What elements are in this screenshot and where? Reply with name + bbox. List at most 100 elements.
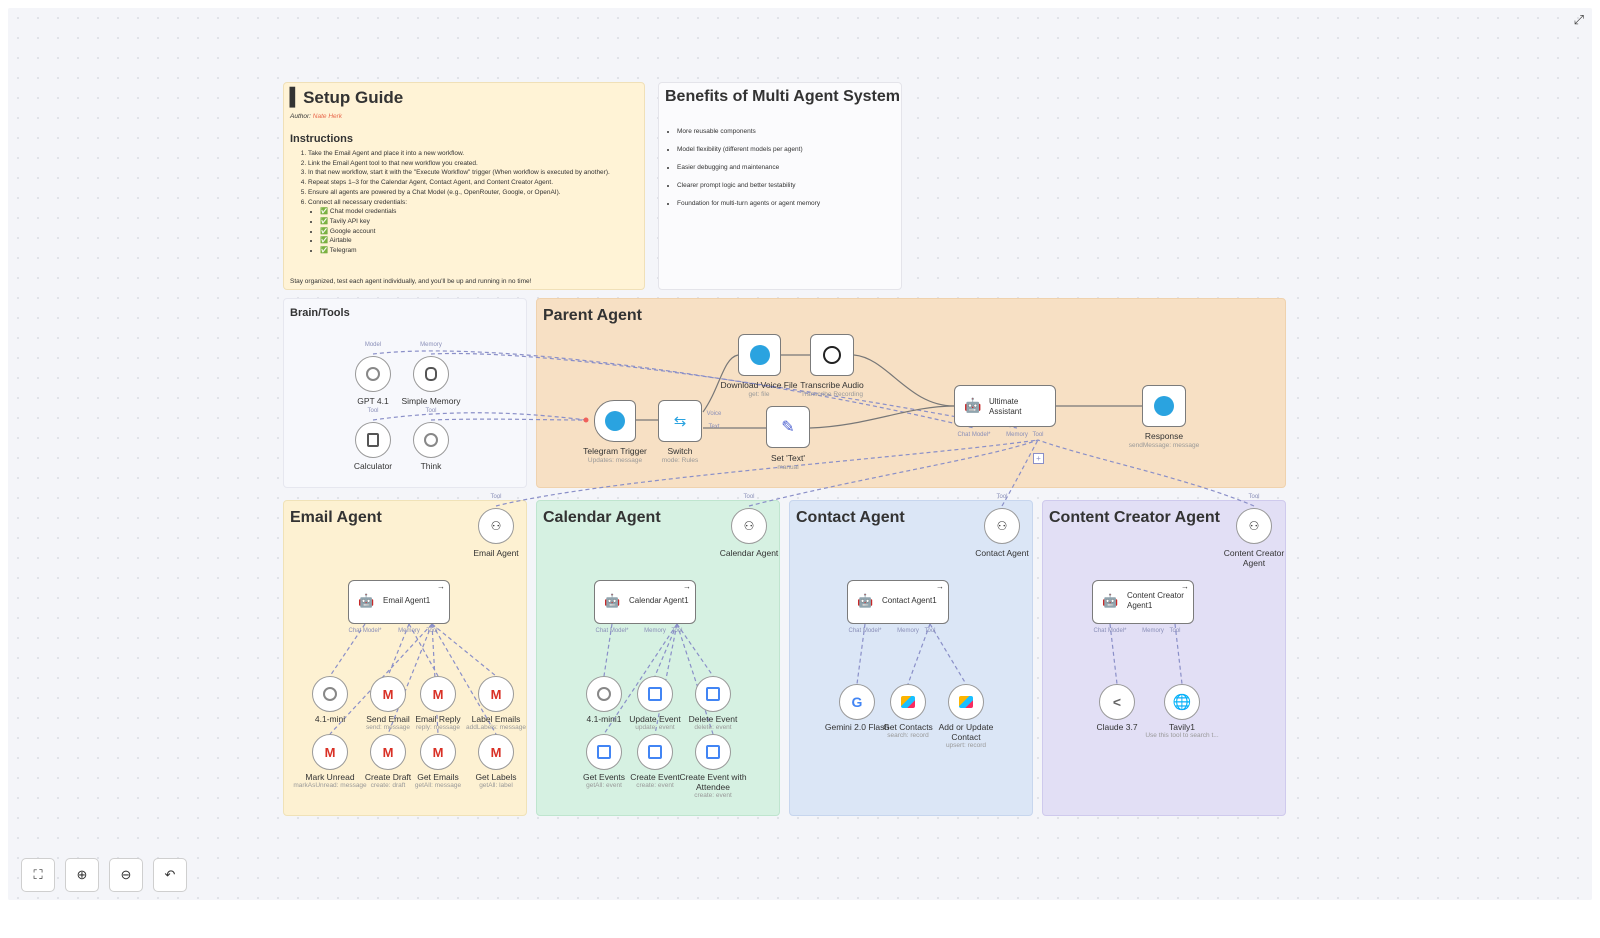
tool-label: Gemini 2.0 Flash — [824, 722, 890, 732]
expand-icon[interactable]: ⤢ — [1573, 12, 1584, 27]
contact-agent1-node[interactable]: 🤖 Contact Agent1 → — [847, 580, 949, 624]
robot-icon: 🤖 — [857, 593, 874, 608]
response-node[interactable] — [1142, 385, 1186, 427]
telegram-icon — [749, 345, 770, 365]
tool-label: Send Email — [366, 714, 410, 724]
robot-icon: 🤖 — [358, 593, 375, 608]
create-event-node[interactable] — [637, 734, 673, 770]
contact-agent-title: Contact Agent — [796, 509, 905, 526]
calendar-model-node[interactable] — [586, 676, 622, 712]
calendar-agent1-node[interactable]: 🤖 Calendar Agent1 → — [594, 580, 696, 624]
tag-chat-model: Chat Model* — [595, 628, 629, 634]
download-voice-node[interactable] — [738, 334, 781, 376]
credential-item: ✅ Google account — [320, 227, 630, 237]
tool-label: Mark Unread — [305, 772, 355, 782]
tag-tool: Tool — [426, 628, 438, 634]
undo-icon: ↶ — [164, 867, 176, 882]
frame-brain-tools[interactable]: Brain/Tools — [283, 298, 527, 488]
gemini-model-node[interactable]: G — [839, 684, 875, 720]
arrow-right-icon: → — [936, 582, 944, 591]
contact-agent1-label: Contact Agent1 — [882, 596, 937, 605]
calculator-label: Calculator — [353, 461, 393, 471]
content-creator-tool-node[interactable]: ⚇ — [1236, 508, 1272, 544]
setup-guide-note[interactable]: ▍Setup Guide Author: Nate Herk Instructi… — [283, 82, 645, 290]
zoom-out-button[interactable]: ⊖ — [109, 858, 143, 892]
sitemap-icon: ⚇ — [1248, 519, 1260, 533]
add-update-contact-node[interactable] — [948, 684, 984, 720]
transcribe-audio-label: Transcribe Audio — [800, 380, 864, 390]
think-node[interactable] — [413, 422, 449, 458]
transcribe-audio-node[interactable] — [810, 334, 854, 376]
tag-tool: Tool — [996, 494, 1008, 500]
calculator-icon — [367, 433, 379, 447]
sitemap-icon: ⚇ — [490, 519, 502, 533]
airtable-icon — [901, 696, 915, 708]
label-emails-node[interactable]: M — [478, 676, 514, 712]
get-emails-node[interactable]: M — [420, 734, 456, 770]
tool-label: Tavily1 — [1169, 722, 1195, 732]
claude-model-node[interactable]: < — [1099, 684, 1135, 720]
switch-node[interactable]: ⇆ — [658, 400, 702, 442]
tool-sub: search: record — [887, 732, 929, 739]
gmail-icon: M — [324, 744, 336, 760]
ultimate-assistant-node[interactable]: 🤖 Ultimate Assistant — [954, 385, 1056, 427]
workflow-canvas[interactable]: ▍Setup Guide Author: Nate Herk Instructi… — [8, 8, 1592, 900]
benefits-note[interactable]: Benefits of Multi Agent System More reus… — [658, 82, 902, 290]
create-draft-node[interactable]: M — [370, 734, 406, 770]
email-agent-title: Email Agent — [290, 509, 382, 526]
get-contacts-node[interactable] — [890, 684, 926, 720]
benefit-item: Model flexibility (different models per … — [677, 141, 907, 159]
telegram-trigger-node[interactable] — [594, 400, 636, 442]
calendar-agent-tool-node[interactable]: ⚇ — [731, 508, 767, 544]
tavily-node[interactable]: 🌐 — [1164, 684, 1200, 720]
gpt41-node[interactable] — [355, 356, 391, 392]
ultimate-assistant-label: Ultimate Assistant — [989, 397, 1022, 416]
transcribe-audio-sub: Transcribe Recording — [801, 391, 863, 398]
download-voice-sub: get: file — [748, 391, 770, 398]
email-model-node[interactable] — [312, 676, 348, 712]
set-text-node[interactable]: ✎ — [766, 406, 810, 448]
instruction-step: Take the Email Agent and place it into a… — [308, 149, 630, 159]
benefit-item: Foundation for multi-turn agents or agen… — [677, 195, 907, 213]
setup-guide-footer: Stay organized, test each agent individu… — [290, 278, 532, 285]
maximize-icon: ⛶ — [33, 867, 43, 882]
tool-sub: send: message — [365, 724, 411, 731]
tag-memory: Memory — [398, 628, 420, 634]
mark-unread-node[interactable]: M — [312, 734, 348, 770]
get-labels-node[interactable]: M — [478, 734, 514, 770]
tool-label: Get Contacts — [883, 722, 933, 732]
get-events-node[interactable] — [586, 734, 622, 770]
send-email-node[interactable]: M — [370, 676, 406, 712]
contact-agent-tool-node[interactable]: ⚇ — [984, 508, 1020, 544]
credential-item: ✅ Airtable — [320, 236, 630, 246]
create-event-attendee-node[interactable] — [695, 734, 731, 770]
email-reply-node[interactable]: M — [420, 676, 456, 712]
signpost-icon: ⇆ — [673, 413, 687, 430]
tool-sub: upsert: record — [945, 742, 987, 749]
contact-agent-tool-label: Contact Agent — [975, 548, 1029, 558]
simple-memory-node[interactable] — [413, 356, 449, 392]
fit-view-button[interactable]: ⛶ — [21, 858, 55, 892]
switch-sub: mode: Rules — [661, 457, 699, 464]
tag-chat-model: Chat Model* — [957, 432, 991, 438]
tag-chat-model: Chat Model* — [348, 628, 382, 634]
robot-icon: 🤖 — [964, 397, 982, 413]
email-agent-tool-node[interactable]: ⚇ — [478, 508, 514, 544]
calculator-node[interactable] — [355, 422, 391, 458]
add-tool-button[interactable]: + — [1033, 453, 1044, 464]
email-agent1-node[interactable]: 🤖 Email Agent1 → — [348, 580, 450, 624]
tool-sub: delete: event — [694, 724, 732, 731]
undo-button[interactable]: ↶ — [153, 858, 187, 892]
sitemap-icon: ⚇ — [743, 519, 755, 533]
delete-event-node[interactable] — [695, 676, 731, 712]
instructions-list: Take the Email Agent and place it into a… — [290, 149, 630, 256]
calendar-agent1-label: Calendar Agent1 — [629, 596, 689, 605]
anthropic-icon: < — [1112, 694, 1122, 710]
google-calendar-icon — [597, 745, 611, 759]
update-event-node[interactable] — [637, 676, 673, 712]
instruction-step: Repeat steps 1–3 for the Calendar Agent,… — [308, 178, 630, 188]
tool-sub: reply: message — [415, 724, 461, 731]
frame-content-creator-agent[interactable]: Content Creator Agent — [1042, 500, 1286, 816]
content-creator-agent1-node[interactable]: 🤖 Content Creator Agent1 → — [1092, 580, 1194, 624]
zoom-in-button[interactable]: ⊕ — [65, 858, 99, 892]
